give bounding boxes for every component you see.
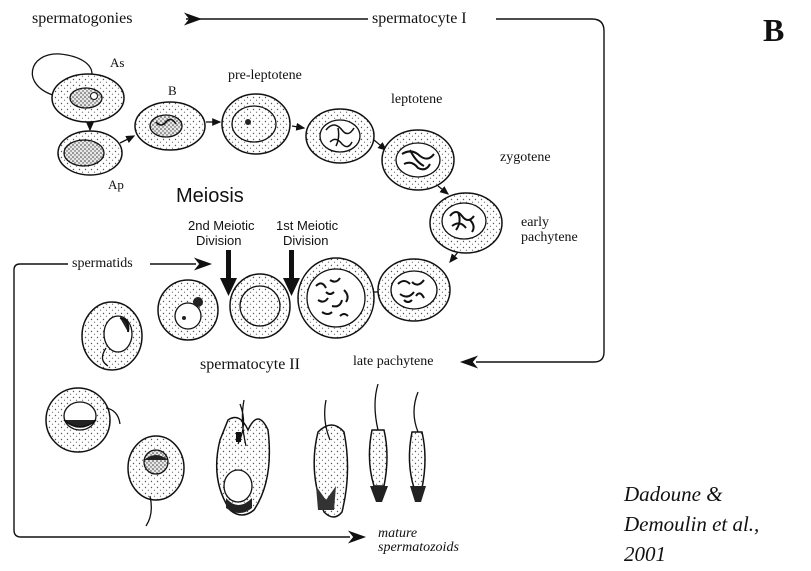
cell-zygotene <box>382 130 454 190</box>
label-zygotene: zygotene <box>500 151 551 165</box>
citation-line-2: Demoulin et al., <box>624 514 759 535</box>
cell-b <box>135 102 205 150</box>
cell-spermatid-acrosome <box>46 388 120 452</box>
label-second-division-1: 2nd Meiotic <box>188 219 254 232</box>
cell-spermatocyte-2 <box>230 274 290 338</box>
label-spermatocyte-2: spermatocyte II <box>200 357 300 373</box>
label-early-pachytene-1: early <box>521 216 549 230</box>
panel-letter: B <box>763 14 784 46</box>
label-as: As <box>110 56 124 69</box>
cell-sperm-1 <box>314 400 347 517</box>
cell-spermatid-cap <box>82 302 142 370</box>
label-pre-leptotene: pre-leptotene <box>228 69 302 83</box>
label-spermatids: spermatids <box>72 257 133 271</box>
label-early-pachytene-2: pachytene <box>521 231 578 245</box>
citation-line-1: Dadoune & <box>624 484 723 505</box>
cell-leptotene <box>306 109 374 163</box>
cell-early-pachytene <box>430 193 502 253</box>
cell-pre-leptotene <box>222 94 290 154</box>
top-flow-arrow <box>186 14 368 24</box>
label-leptotene: leptotene <box>391 93 442 107</box>
cell-spermatid-late <box>217 400 270 515</box>
cell-pachytene <box>378 259 450 321</box>
cell-late-pachytene <box>298 258 374 338</box>
cell-ap <box>58 131 122 175</box>
label-second-division-2: Division <box>196 234 242 247</box>
label-ap: Ap <box>108 178 124 191</box>
label-meiosis: Meiosis <box>176 186 244 206</box>
cell-as <box>52 74 124 122</box>
label-late-pachytene: late pachytene <box>353 355 433 369</box>
right-loop-arrow <box>462 19 604 367</box>
label-mature-1: mature <box>378 527 417 541</box>
label-spermatogonies: spermatogonies <box>32 11 132 27</box>
label-mature-2: spermatozoids <box>378 541 459 555</box>
citation-line-3: 2001 <box>624 544 666 565</box>
cell-round-spermatid <box>158 280 218 340</box>
cell-spermatid-elongating <box>128 436 184 526</box>
cell-sperm-2 <box>369 384 388 502</box>
cell-sperm-3 <box>409 392 426 502</box>
label-first-division-1: 1st Meiotic <box>276 219 338 232</box>
label-spermatocyte-1: spermatocyte I <box>372 11 467 27</box>
label-b: B <box>168 84 177 97</box>
label-first-division-2: Division <box>283 234 329 247</box>
